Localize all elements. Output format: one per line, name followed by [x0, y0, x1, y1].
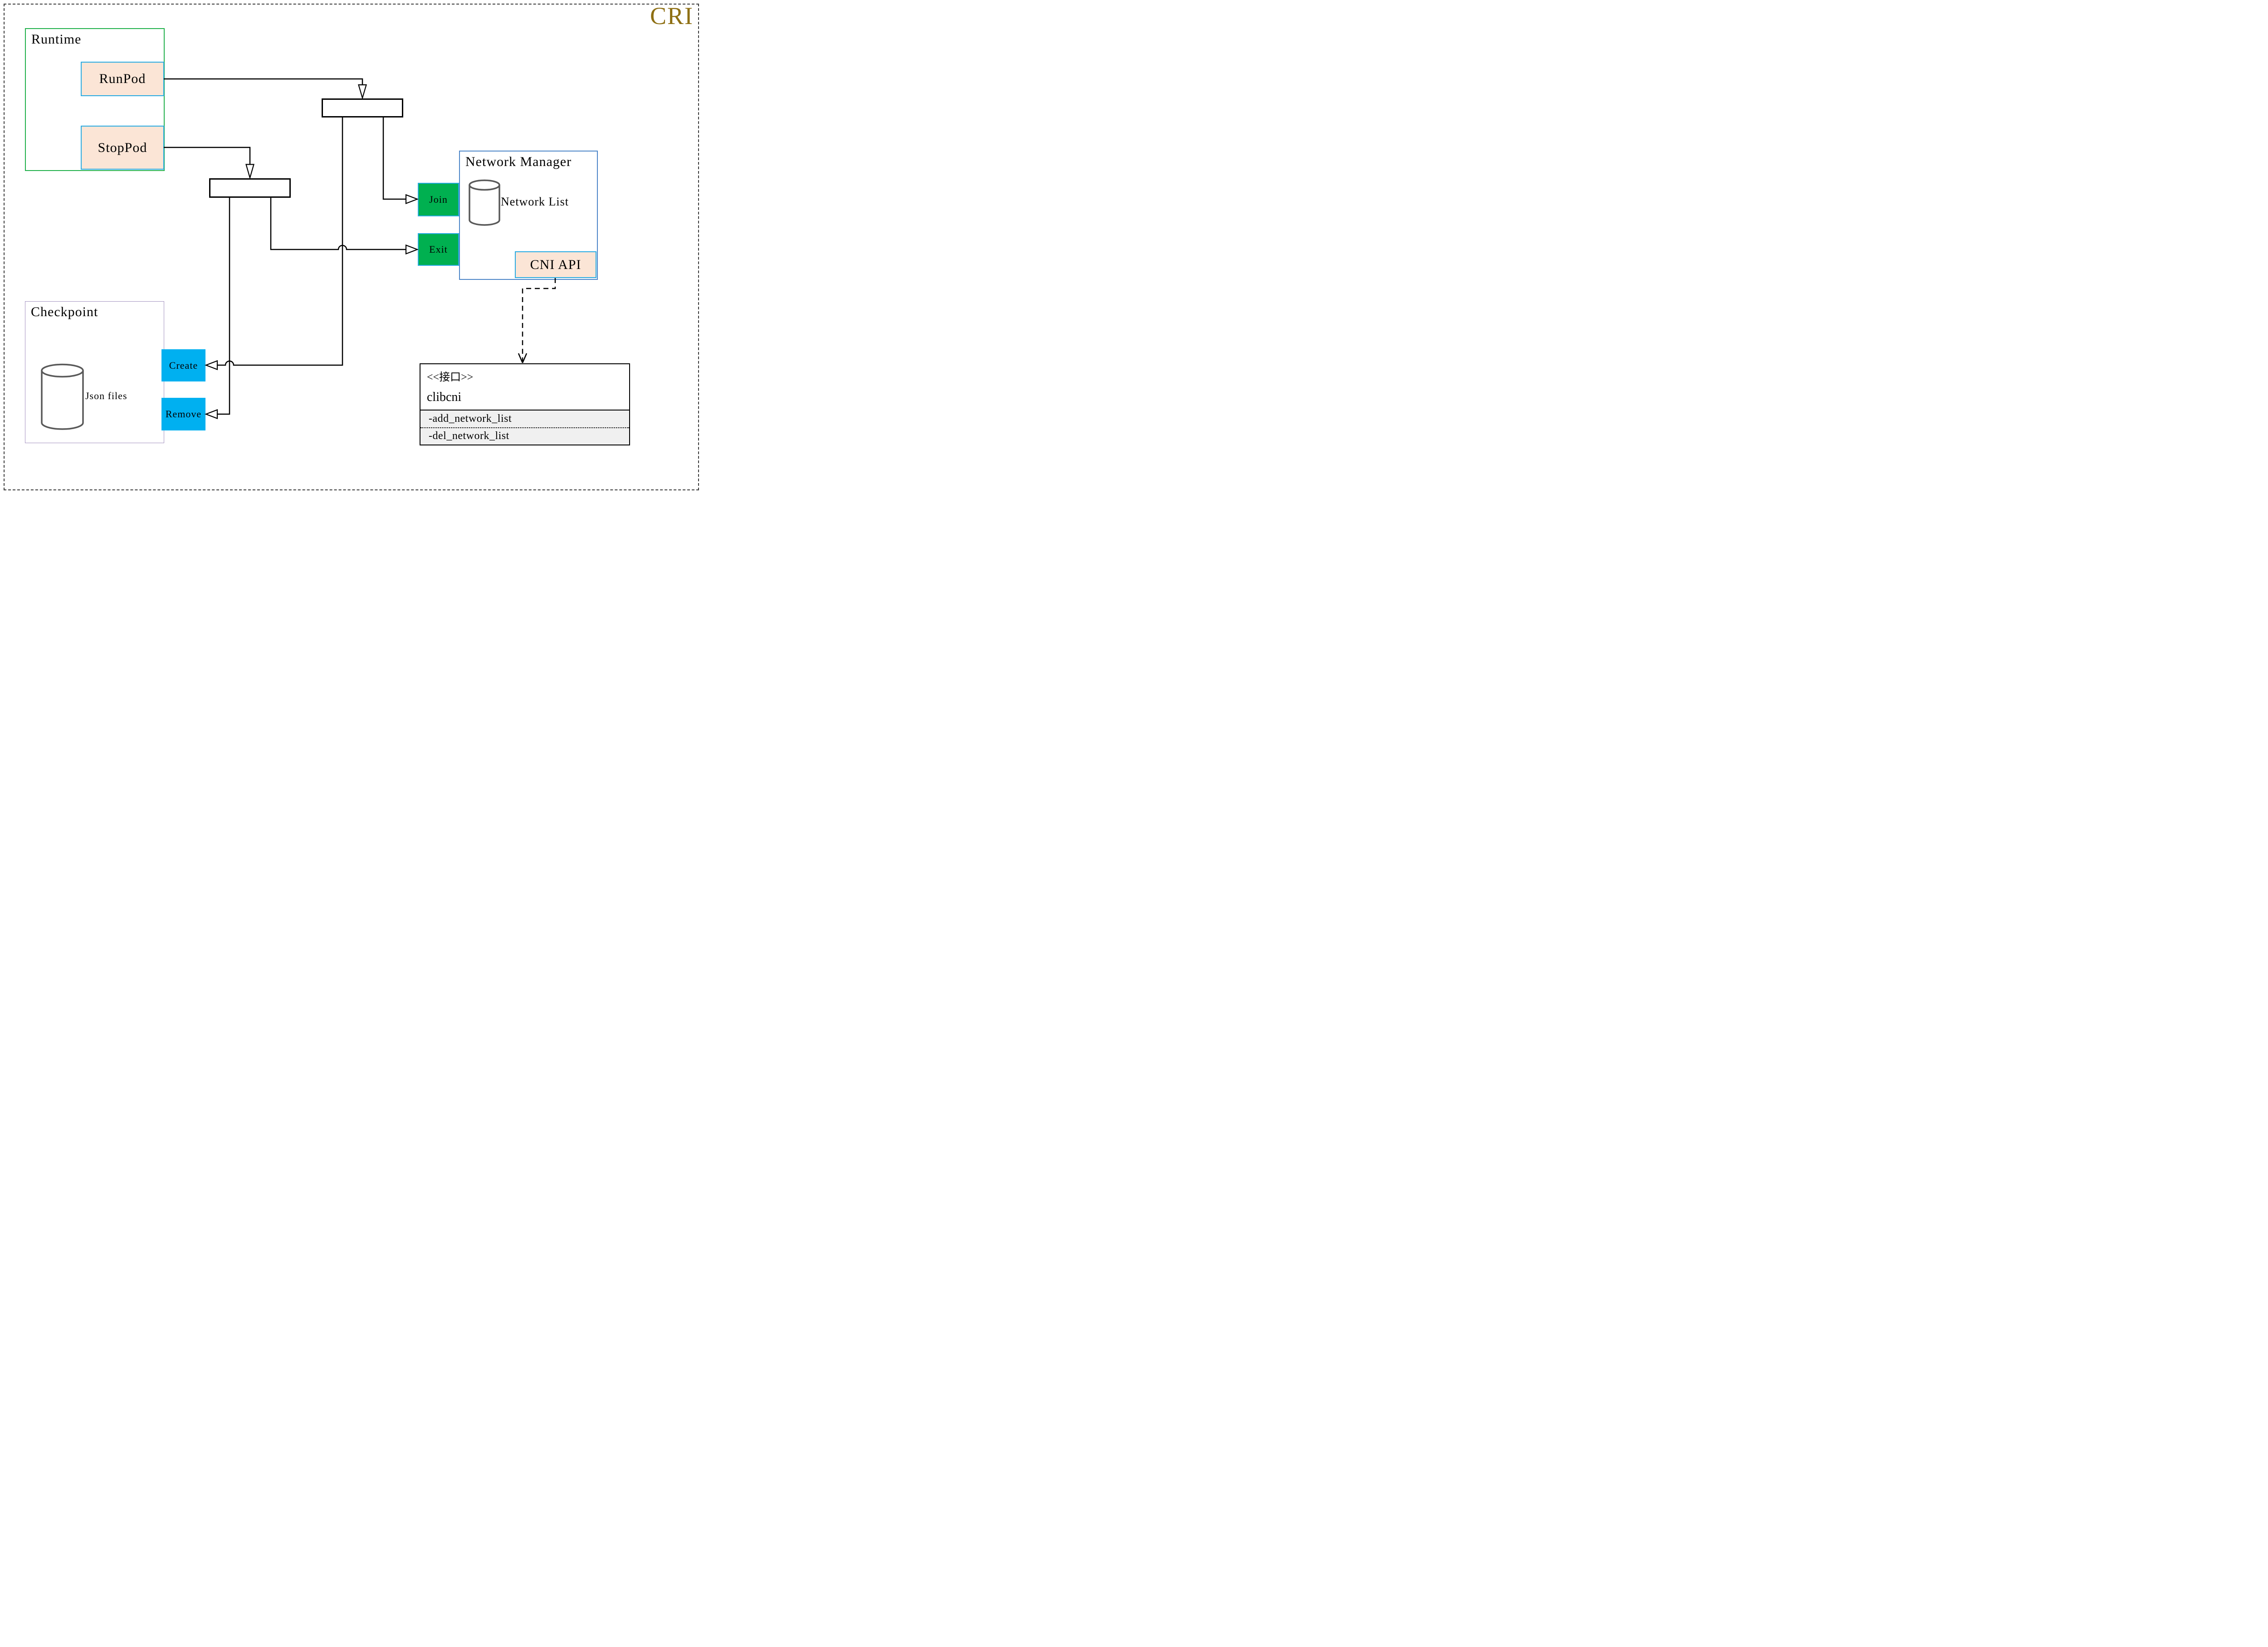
join-button[interactable]: Join — [418, 183, 459, 216]
clibcni-method-section: -add_network_list -del_network_list — [420, 410, 629, 445]
clibcni-stereotype: <<接口>> — [427, 371, 474, 383]
page-dashed-border — [4, 4, 699, 490]
cri-architecture-diagram: CRI Runtime RunPod StopPod Network Manag… — [0, 0, 703, 494]
runpod-button[interactable]: RunPod — [81, 62, 164, 96]
cri-title: CRI — [650, 2, 694, 29]
network-manager-label: Network Manager — [465, 154, 572, 169]
cni-api-label: CNI API — [530, 257, 582, 272]
join-label: Join — [429, 194, 448, 205]
clibcni-header: <<接口>> clibcni — [420, 364, 629, 410]
exit-button[interactable]: Exit — [418, 233, 459, 266]
clibcni-name: clibcni — [427, 390, 462, 404]
cni-api-button[interactable]: CNI API — [515, 251, 596, 278]
remove-label: Remove — [165, 408, 202, 420]
create-label: Create — [169, 359, 198, 371]
process-box-runpod — [322, 98, 403, 117]
runpod-label: RunPod — [99, 71, 146, 86]
clibcni-method-add: -add_network_list — [429, 412, 512, 425]
create-button[interactable]: Create — [161, 349, 205, 381]
remove-button[interactable]: Remove — [161, 398, 205, 430]
checkpoint-box: Checkpoint — [25, 301, 164, 443]
clibcni-method-del: -del_network_list — [420, 427, 629, 445]
checkpoint-label: Checkpoint — [31, 304, 98, 319]
stoppod-button[interactable]: StopPod — [81, 126, 164, 170]
clibcni-interface-box: <<接口>> clibcni -add_network_list -del_ne… — [420, 363, 630, 445]
runtime-label: Runtime — [31, 32, 82, 47]
exit-label: Exit — [429, 244, 448, 255]
stoppod-label: StopPod — [98, 140, 147, 155]
json-files-label: Json files — [85, 390, 127, 401]
process-box-stoppod — [209, 178, 291, 198]
network-list-label: Network List — [501, 195, 569, 208]
